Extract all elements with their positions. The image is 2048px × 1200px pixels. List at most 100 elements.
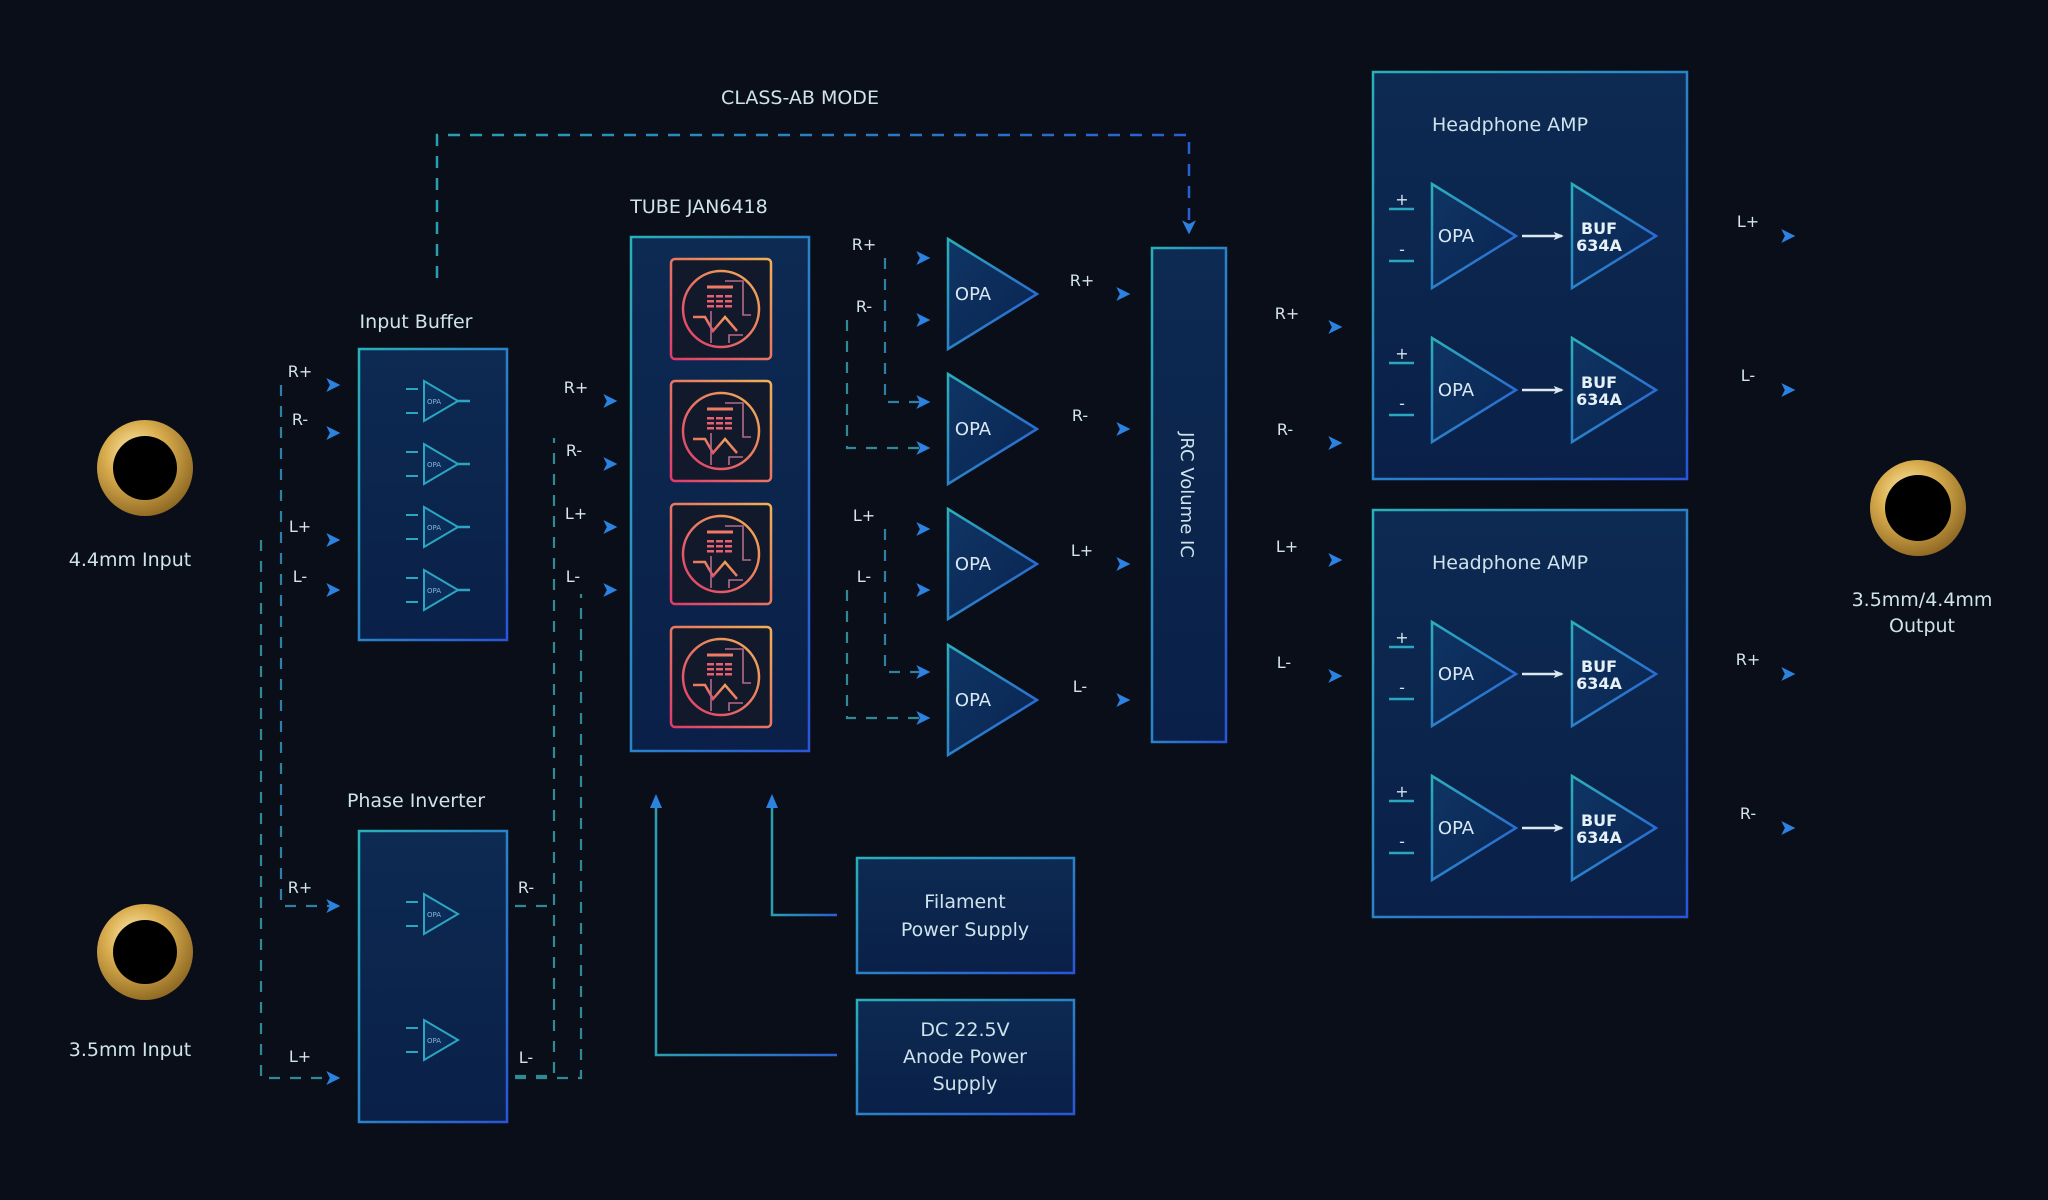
dashed-signal-path: [845, 590, 931, 725]
tube-grid: [725, 673, 732, 676]
tube-grid: [725, 663, 732, 666]
signal-label: L+: [1276, 537, 1298, 556]
class-ab-mode-label: CLASS-AB MODE: [721, 87, 879, 109]
tube-grid: [725, 668, 732, 671]
phase-inverter-title: Phase Inverter: [347, 790, 485, 812]
dashed-signal-path: [515, 594, 583, 1080]
tube-lead: [725, 402, 751, 438]
jack-hole: [1885, 475, 1951, 541]
tube-frame: [669, 625, 773, 729]
tube-grid: [707, 427, 714, 430]
output-label-line1: 3.5mm/4.4mm: [1852, 589, 1993, 611]
opamp-triangle: OPA: [946, 506, 1040, 622]
opamp-label: OPA: [427, 524, 441, 532]
buffer-label-line1: BUF: [1581, 657, 1617, 676]
signal-label: R+: [564, 378, 589, 397]
plus-sign: +: [1395, 782, 1408, 801]
tube-grid: [707, 295, 714, 298]
tube-lead: [728, 334, 743, 343]
tube-envelope: [681, 269, 761, 349]
tube-grid: [716, 663, 723, 666]
tube-grid: [707, 300, 714, 303]
opamp-label: OPA: [1438, 664, 1475, 685]
buffer-label-line1: BUF: [1581, 219, 1617, 238]
opamp-triangle: OPA: [946, 642, 1040, 758]
signal-label: R-: [1740, 804, 1756, 823]
opamp-icon: OPA: [406, 379, 460, 423]
opamp-shape: [1430, 619, 1519, 729]
signal-label: R-: [292, 410, 308, 429]
input-3-5mm-lines: R+ L+: [259, 385, 341, 1085]
signal-label: R+: [1736, 650, 1761, 669]
anode-psu-line1: DC 22.5V: [920, 1019, 1009, 1041]
vacuum-tube-icon: [669, 257, 773, 361]
signal-label: L-: [1073, 677, 1087, 696]
signal-label: L+: [1071, 541, 1093, 560]
signal-label: L-: [293, 567, 307, 586]
tube-grid: [725, 422, 732, 425]
tube-lead: [725, 280, 751, 316]
jack-hole: [113, 920, 177, 984]
tube-grid: [725, 545, 732, 548]
opamp-triangle: [423, 892, 460, 936]
tube-grid: [716, 417, 723, 420]
tube-grid: [725, 550, 732, 553]
minus-sign: -: [1399, 832, 1405, 851]
signal-label: L+: [853, 506, 875, 525]
opamp-label: OPA: [955, 690, 992, 711]
tube-grid: [725, 300, 732, 303]
opamp-triangle: [423, 442, 460, 486]
signal-label: L-: [1277, 653, 1291, 672]
opamp-icon: OPA: [406, 568, 460, 612]
jack-4-4mm-input: [97, 420, 193, 516]
opamp-triangle: [423, 505, 460, 549]
filament-power-supply-box: [855, 856, 1076, 975]
signal-label: L+: [289, 517, 311, 536]
dashed-signal-path: [259, 540, 341, 1085]
arrow-up-icon: [766, 794, 778, 808]
opamp-icon: OPA: [406, 442, 460, 486]
opamp-shape: [946, 642, 1040, 758]
opamp-label: OPA: [955, 284, 992, 305]
buffer-label-line2: 634A: [1576, 236, 1622, 255]
tube-icons: [669, 257, 773, 729]
anode-psu-line2: Anode Power: [903, 1046, 1027, 1068]
tube-frame: [669, 379, 773, 483]
opamp-label: OPA: [955, 554, 992, 575]
tube-lead: [725, 525, 751, 561]
tube-grid: [707, 550, 714, 553]
tube-grid: [707, 417, 714, 420]
headphone-amp-box: [1371, 508, 1689, 919]
buffer-shape: [1570, 335, 1659, 445]
buffer-shape: [1570, 619, 1659, 729]
filament-power-line: [770, 797, 837, 917]
tube-grid: [716, 427, 723, 430]
dashed-signal-path: [883, 529, 931, 679]
tube-lead: [728, 579, 743, 588]
signal-label: L-: [857, 567, 871, 586]
dashed-signal-path: [279, 385, 341, 913]
buffer-shape: [1570, 773, 1659, 883]
tube-frame: [669, 257, 773, 361]
buffer-label-line1: BUF: [1581, 811, 1617, 830]
signal-label: R+: [1070, 271, 1095, 290]
opamp-label: OPA: [427, 911, 441, 919]
signal-label: R-: [856, 297, 872, 316]
tube-lead: [725, 648, 751, 684]
opamp-triangle: [423, 568, 460, 612]
tube-title: TUBE JAN6418: [629, 196, 767, 218]
tube-grid: [707, 540, 714, 543]
opamp-label: OPA: [427, 461, 441, 469]
input-3-5mm-label: 3.5mm Input: [69, 1039, 191, 1061]
plus-sign: +: [1395, 344, 1408, 363]
opamp-triangle: OPA: [946, 371, 1040, 487]
buffer-label-line2: 634A: [1576, 674, 1622, 693]
buffer-label-line2: 634A: [1576, 390, 1622, 409]
opamp-shape: [946, 236, 1040, 352]
class-ab-bypass-line: [435, 133, 1196, 278]
input-buffer-opamps: OPA OPA OPA OPA: [406, 379, 470, 612]
tube-grid: [716, 295, 723, 298]
signal-label: R+: [852, 235, 877, 254]
tube-grid: [716, 550, 723, 553]
